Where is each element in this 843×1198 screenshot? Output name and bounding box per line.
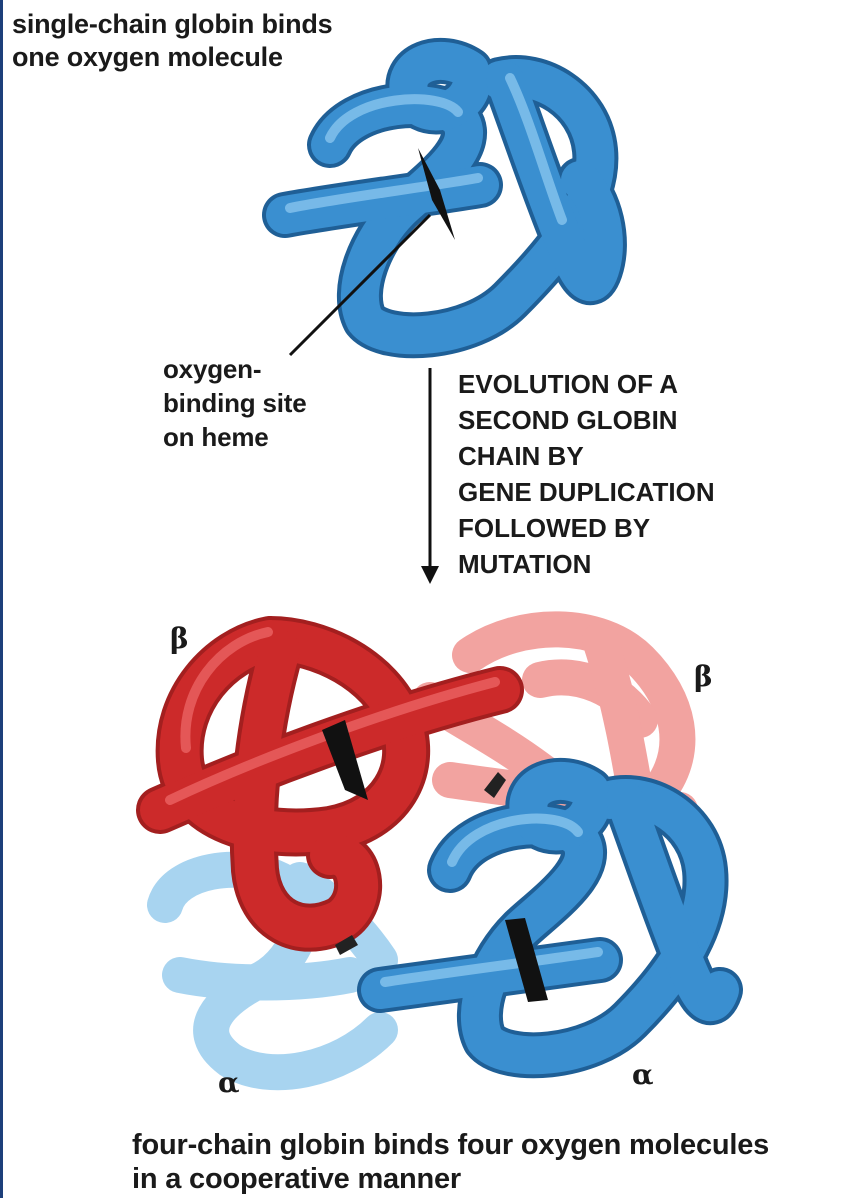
alpha-label-left: α: [218, 1066, 240, 1099]
alpha-label-right: α: [632, 1058, 654, 1091]
four-chain-caption: four-chain globin binds four oxygen mole…: [132, 1128, 769, 1196]
evolution-label: EVOLUTION OF A SECOND GLOBIN CHAIN BY GE…: [458, 366, 715, 582]
single-chain-globin: [285, 61, 604, 335]
beta-label-left: β: [170, 622, 189, 655]
single-chain-title: single-chain globin binds one oxygen mol…: [12, 8, 333, 74]
oxygen-binding-site-label: oxygen- binding site on heme: [163, 352, 306, 454]
four-chain-globin: [160, 629, 720, 1072]
beta-label-right: β: [694, 660, 713, 693]
